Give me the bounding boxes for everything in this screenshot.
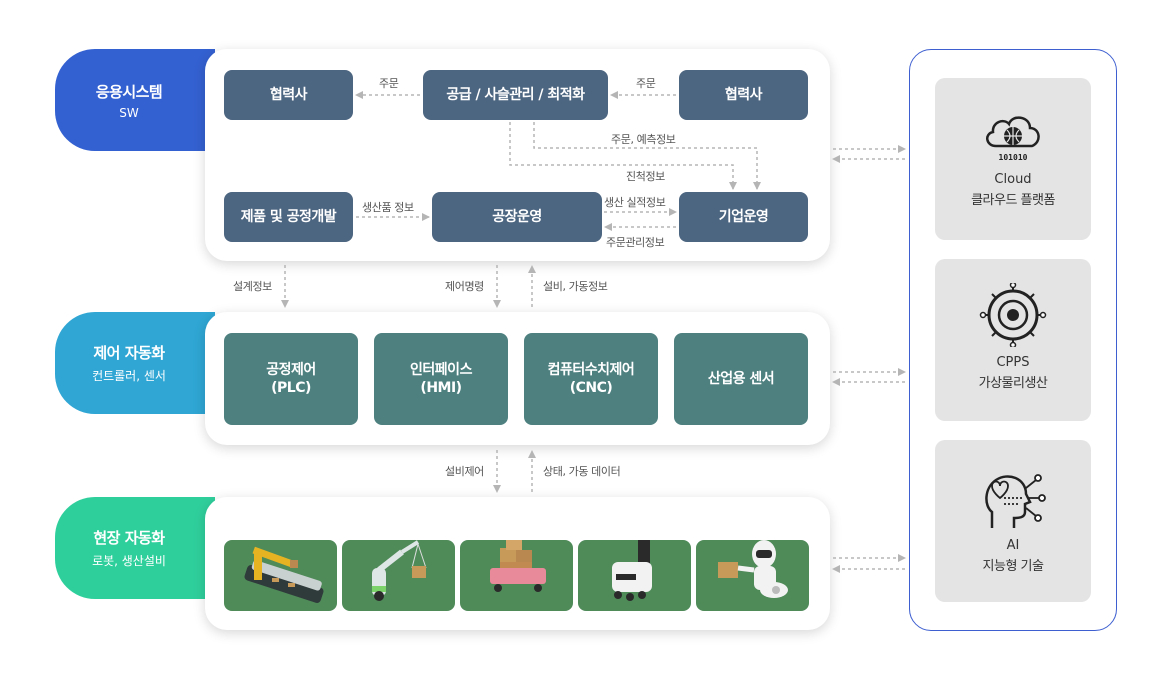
- tile-cart-robot: [460, 540, 573, 611]
- label-control-cmd: 제어명령: [445, 280, 484, 293]
- layer-title: 현장 자동화: [93, 529, 165, 547]
- card-ai: AI 지능형 기술: [935, 440, 1091, 602]
- tile-gripper-robot: [342, 540, 455, 611]
- hmi-box: 인터페이스 (HMI): [374, 333, 508, 425]
- label-equip-status: 설비, 가동정보: [543, 280, 608, 293]
- service-robot-icon: [718, 540, 788, 598]
- delivery-robot-icon: [612, 540, 652, 601]
- plc-line1: 공정제어: [266, 361, 316, 378]
- card-cloud: 101010 Cloud 클라우드 플랫폼: [935, 78, 1091, 240]
- supply-chain-box: 공급 / 사슬관리 / 최적화: [423, 70, 608, 120]
- card-cloud-title: Cloud: [994, 172, 1032, 187]
- label-order-forecast: 주문, 예측정보: [611, 133, 676, 146]
- cnc-line2: (CNC): [569, 380, 613, 396]
- layer-subtitle: 컨트롤러, 센서: [92, 369, 166, 383]
- layer-subtitle: SW: [119, 105, 139, 120]
- layer-title: 응용시스템: [95, 82, 163, 101]
- layer-tab-field: 현장 자동화 로봇, 생산설비: [55, 497, 215, 599]
- card-ai-title: AI: [1006, 538, 1020, 553]
- label-status-data: 상태, 가동 데이터: [543, 465, 621, 478]
- cnc-line1: 컴퓨터수치제어: [547, 361, 635, 378]
- tile-service-robot: [696, 540, 809, 611]
- label-progress: 진척정보: [626, 170, 665, 183]
- cart-robot-icon: [490, 540, 546, 592]
- label-order-left: 주문: [379, 77, 399, 90]
- hmi-line1: 인터페이스: [410, 361, 472, 378]
- hmi-line2: (HMI): [420, 380, 462, 396]
- plc-line2: (PLC): [271, 380, 311, 396]
- ai-head-icon: [985, 474, 1046, 528]
- card-cpps-subtitle: 가상물리생산: [978, 376, 1048, 391]
- layer-tab-control: 제어 자동화 컨트롤러, 센서: [55, 312, 215, 414]
- partner-right-box: 협력사: [679, 70, 808, 120]
- tile-delivery-robot: [578, 540, 691, 611]
- label-production-info: 생산품 정보: [362, 201, 414, 214]
- cloud-icon: 101010: [986, 116, 1040, 162]
- sensor-box: 산업용 센서: [674, 333, 808, 425]
- conveyor-robot-arm-icon: [244, 546, 324, 603]
- enterprise-ops-box: 기업운영: [679, 192, 808, 242]
- label-order-right: 주문: [636, 77, 656, 90]
- svg-text:101010: 101010: [999, 153, 1028, 162]
- card-ai-subtitle: 지능형 기술: [982, 559, 1044, 574]
- label-design-info: 설계정보: [233, 280, 272, 293]
- label-equip-control: 설비제어: [445, 465, 484, 478]
- plc-box: 공정제어 (PLC): [224, 333, 358, 425]
- cpps-icon: [979, 283, 1047, 347]
- card-cpps: CPPS 가상물리생산: [935, 259, 1091, 421]
- layer-subtitle: 로봇, 생산설비: [92, 554, 166, 568]
- factory-ops-box: 공장운영: [432, 192, 602, 242]
- layer-title: 제어 자동화: [93, 344, 165, 362]
- gripper-robot-icon: [372, 540, 427, 601]
- tile-conveyor-robot: [224, 540, 337, 611]
- layer-tab-app: 응용시스템 SW: [55, 49, 215, 151]
- label-order-mgmt: 주문관리정보: [606, 236, 665, 249]
- label-production-perf: 생산 실적정보: [604, 196, 666, 209]
- product-dev-box: 제품 및 공정개발: [224, 192, 353, 242]
- cnc-box: 컴퓨터수치제어 (CNC): [524, 333, 658, 425]
- partner-left-box: 협력사: [224, 70, 353, 120]
- card-cloud-subtitle: 클라우드 플랫폼: [971, 193, 1055, 208]
- card-cpps-title: CPPS: [996, 355, 1030, 370]
